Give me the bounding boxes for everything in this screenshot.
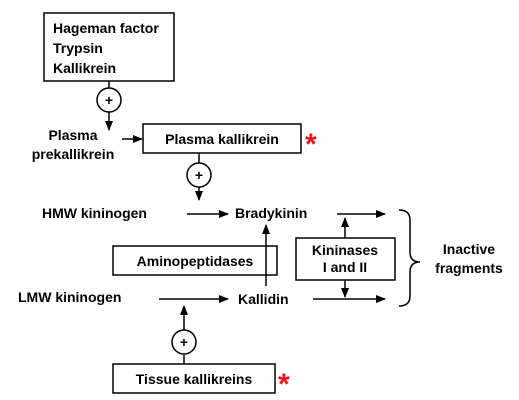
tissue-kallikreins-label: Tissue kallikreins (136, 371, 253, 387)
tissue-kallikreins-box: Tissue kallikreins (112, 363, 276, 394)
activator-hageman-factor: Hageman factor (53, 20, 159, 36)
aminopeptidases-label: Aminopeptidases (137, 253, 254, 269)
inactive-fragments-line1: Inactive (443, 241, 495, 257)
plasma-prekallikrein-line1: Plasma (48, 127, 97, 143)
activators-box: Hageman factor Trypsin Kallikrein (43, 12, 175, 82)
plasma-kallikrein-label: Plasma kallikrein (165, 131, 279, 147)
plus-symbol: + (105, 92, 113, 108)
plus-symbol: + (180, 334, 188, 350)
inactive-fragments-line2: fragments (435, 260, 503, 276)
lmw-kininogen-label: LMW kininogen (18, 289, 121, 305)
bradykinin-label: Bradykinin (235, 205, 307, 221)
activation-plus-bottom: + (171, 329, 197, 355)
activation-plus-top: + (96, 87, 122, 113)
hmw-kininogen-label: HMW kininogen (42, 205, 147, 221)
kininases-line1: Kininases (312, 242, 378, 258)
plus-symbol: + (195, 167, 203, 183)
tissue-kallikreins-star: * (278, 368, 290, 400)
plasma-prekallikrein-line2: prekallikrein (32, 146, 115, 162)
inactive-fragments-brace (398, 209, 421, 307)
kallidin-label: Kallidin (238, 291, 289, 307)
kininases-line2: I and II (323, 259, 367, 275)
kininases-box: Kininases I and II (295, 237, 396, 281)
plasma-kallikrein-box: Plasma kallikrein (142, 123, 302, 154)
activator-kallikrein: Kallikrein (53, 60, 116, 76)
activator-trypsin: Trypsin (53, 40, 103, 56)
plasma-kallikrein-star: * (305, 128, 317, 161)
aminopeptidases-box: Aminopeptidases (112, 245, 278, 276)
activation-plus-middle: + (186, 162, 212, 188)
